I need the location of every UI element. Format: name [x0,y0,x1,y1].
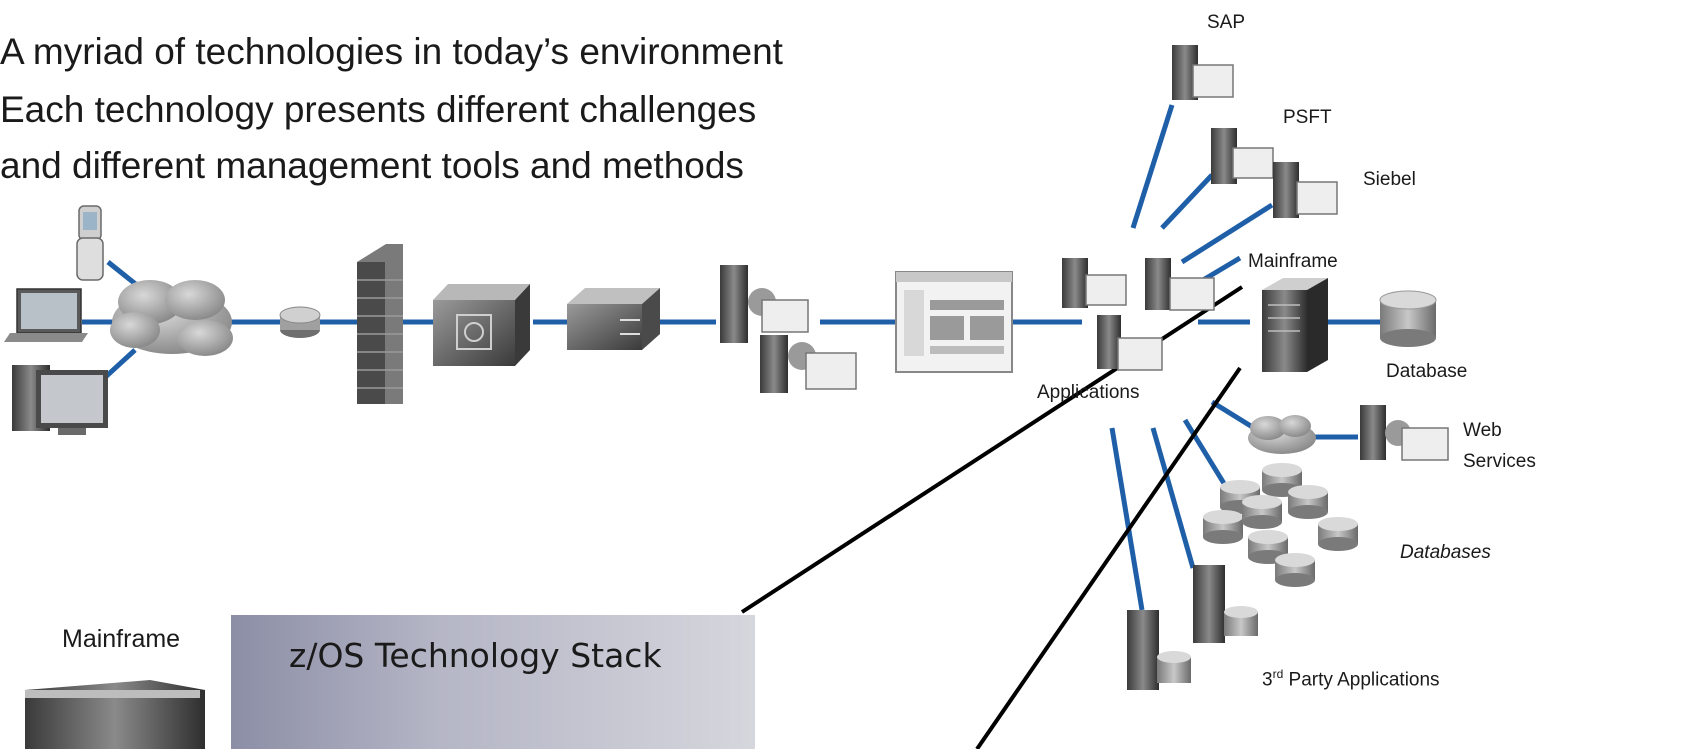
intro-line-2: Each technology presents different chall… [0,89,757,130]
database-cylinder [1242,495,1282,529]
database-icon [1379,290,1437,347]
mainframe-caption: Mainframe [62,625,181,653]
database-cylinder [1288,485,1328,519]
database-cylinder [1318,517,1358,551]
app-server-icon [1097,315,1163,371]
label-web-services-1: Web [1463,420,1502,441]
zos-stack-panel [231,615,755,749]
web-server-icon [720,265,809,343]
mainframe-server-icon [1262,278,1328,372]
internet-cloud-icon [110,280,233,356]
label-siebel: Siebel [1363,169,1416,190]
database-cylinder [1275,553,1315,587]
app-server-icon [1062,258,1127,308]
label-sap: SAP [1207,12,1246,33]
portal-window-icon [895,271,1013,373]
load-balancer-icon [567,288,660,350]
siebel-server-icon [1273,162,1338,218]
mainframe-thumbnail-icon [25,680,205,749]
router-icon [279,306,321,338]
database-cylinder [1248,530,1288,564]
network-links [82,104,1380,611]
third-party-server-icon [1193,565,1258,643]
label-third-party-applications: 3rd Party Applications [1262,667,1440,691]
label-psft: PSFT [1283,107,1332,128]
laptop-icon [4,288,88,342]
intro-line-3: and different management tools and metho… [0,145,744,186]
label-mainframe: Mainframe [1248,251,1338,272]
mobile-phone-icon [76,205,104,281]
intro-line-1: A myriad of technologies in today’s envi… [0,31,783,72]
zos-stack-title: z/OS Technology Stack [289,636,662,675]
psft-server-icon [1211,128,1274,184]
database-cylinder [1203,510,1243,544]
app-server-icon [1145,258,1215,311]
web-server-icon [760,335,857,393]
sap-server-icon [1172,45,1234,100]
firewall-icon [357,244,403,404]
label-web-services-2: Services [1463,451,1536,472]
label-third-party-rest: Party Applications [1283,669,1440,691]
label-third-party-prefix: 3 [1262,669,1273,691]
label-third-party-sup: rd [1272,667,1284,681]
label-applications: Applications [1037,382,1140,403]
label-database: Database [1386,361,1468,382]
web-services-cloud-icon [1248,415,1316,454]
switch-box-icon [433,284,530,366]
label-databases: Databases [1400,542,1491,563]
third-party-server-icon [1127,610,1191,690]
databases-cluster-icon [1203,463,1358,587]
desktop-computer-icon [12,365,108,435]
web-services-server-icon [1360,405,1449,461]
